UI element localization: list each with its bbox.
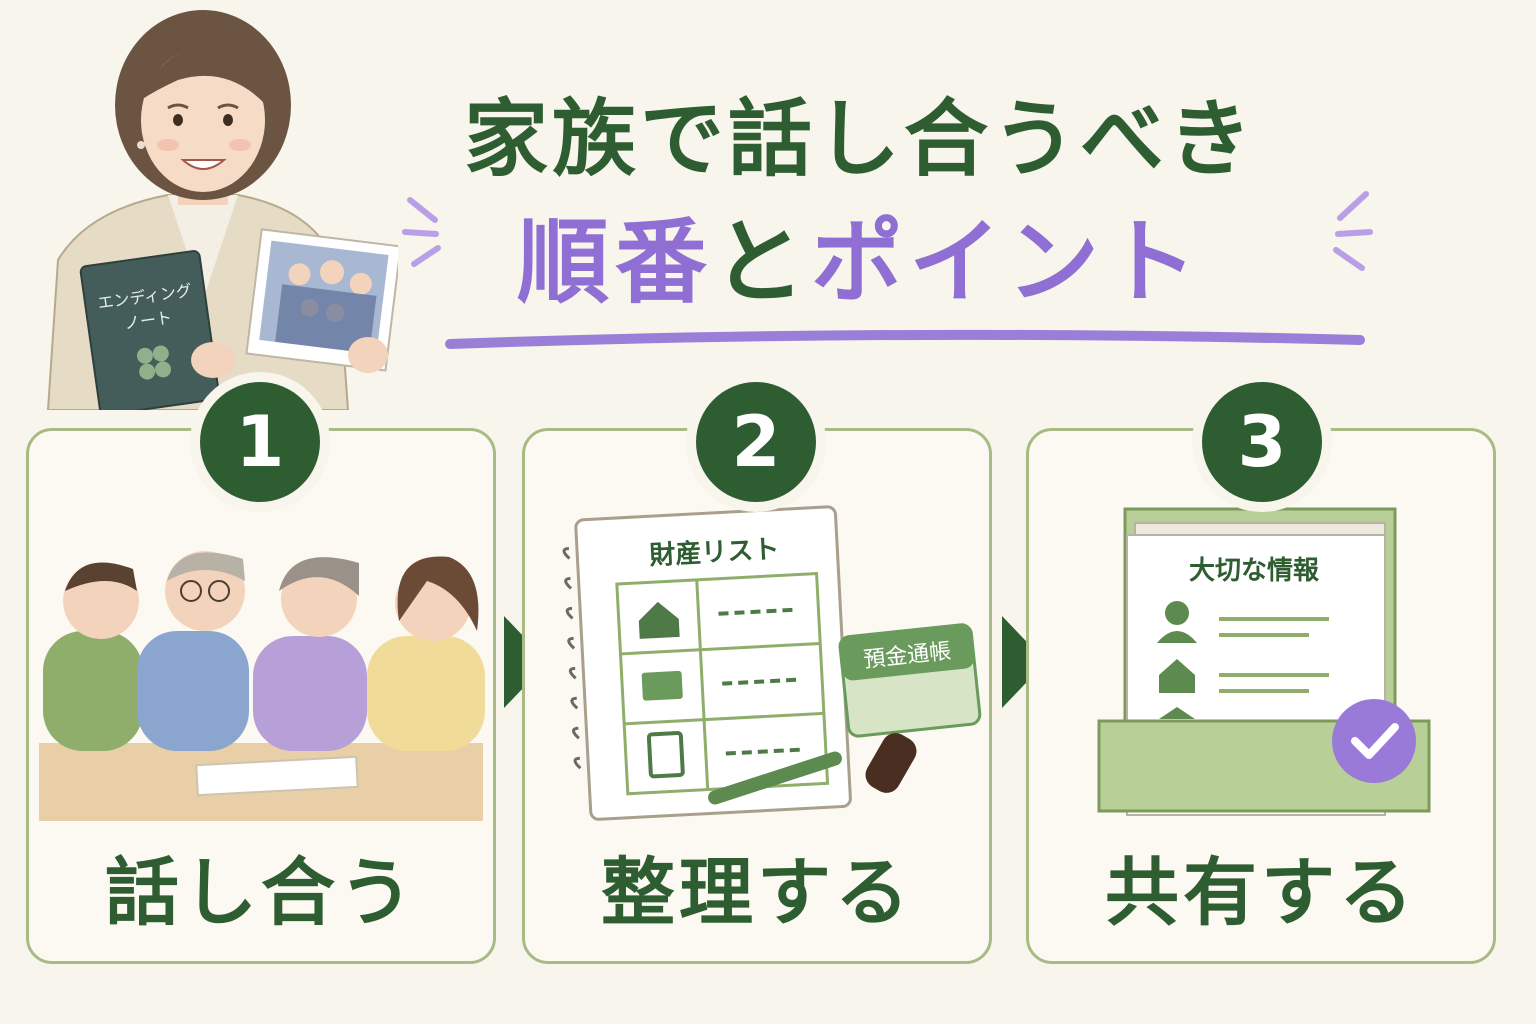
- title-underline: [445, 329, 1365, 349]
- main-title-line2: 順番とポイント: [420, 188, 1300, 321]
- family-discussion-illustration: [39, 551, 485, 821]
- person-icon: [1157, 601, 1197, 643]
- arrow-right-icon: [1002, 616, 1046, 708]
- step-1-number-badge: 1: [200, 382, 320, 502]
- sparkle-left-decoration: [402, 197, 441, 267]
- title-highlight-order: 順番: [516, 209, 713, 316]
- title-highlight-points: ポイント: [811, 209, 1204, 316]
- main-title-line1: 家族で話し合うべき: [463, 90, 1256, 188]
- step-3-label: 共有する: [1105, 850, 1417, 936]
- step-card-2: 財産リスト 預金通帳 整理する: [522, 428, 992, 964]
- checkmark-icon: [1332, 699, 1416, 783]
- notebook-title: 財産リスト: [649, 534, 780, 572]
- title-connector: と: [712, 209, 811, 316]
- seal-stamp-icon: [865, 733, 917, 793]
- asset-list-illustration: 財産リスト 預金通帳: [562, 505, 982, 821]
- step-card-3: 大切な情報 共有する: [1026, 428, 1496, 964]
- clover-icon: [136, 345, 172, 380]
- presenter-illustration: エンディング ノート: [46, 10, 398, 410]
- document-icon: [646, 731, 685, 779]
- shared-info-illustration: 大切な情報: [1097, 507, 1431, 816]
- sparkle-right-decoration: [1333, 191, 1373, 271]
- step-2-label: 整理する: [601, 850, 913, 936]
- document-title: 大切な情報: [1189, 556, 1320, 586]
- step-2-number-badge: 2: [696, 382, 816, 502]
- house-icon: [1159, 659, 1195, 693]
- step-3-number-badge: 3: [1202, 382, 1322, 502]
- house-icon: [638, 601, 680, 639]
- step-1-label: 話し合う: [105, 850, 417, 936]
- card-icon: [641, 670, 683, 701]
- pen-icon: [708, 751, 842, 805]
- step-card-1: 話し合う: [26, 428, 496, 964]
